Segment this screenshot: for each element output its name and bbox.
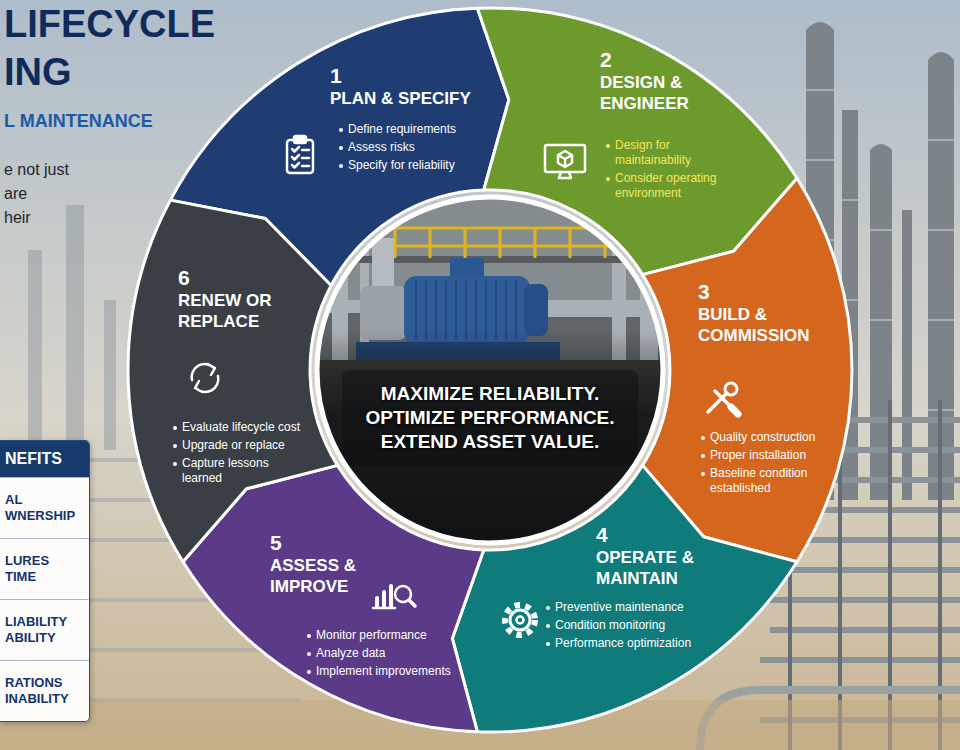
step-number: 6 (178, 266, 282, 290)
slogan-block: MAXIMIZE RELIABILITY. OPTIMIZE PERFORMAN… (360, 382, 620, 454)
step-bullet-list: Quality constructionProper installationB… (700, 430, 822, 499)
step-title-block: 3BUILD & COMMISSION (698, 280, 823, 346)
benefit-item: AL WNERSHIP (0, 477, 89, 538)
intro-text-block: heir (4, 208, 124, 228)
step-number: 4 (596, 523, 726, 547)
cycle-segment: 6RENEW OR REPLACE Evaluate lifecycle cost… (125, 197, 341, 565)
text-band (342, 370, 638, 466)
icon-part (294, 136, 306, 143)
photo-rim (317, 197, 663, 543)
step-bullet: Monitor performance (306, 628, 454, 643)
subtitle: L MAINTENANCE (4, 110, 204, 132)
step-heading: PLAN & SPECIFY (330, 88, 490, 109)
step-title-block: 5ASSESS & IMPROVE (270, 531, 382, 597)
step-bullet: Evaluate lifecycle cost (172, 420, 306, 435)
step-number: 3 (698, 280, 823, 304)
intro-text: heir (4, 208, 124, 228)
step-bullet: Proper installation (700, 448, 822, 463)
step-bullet-list: Evaluate lifecycle costUpgrade or replac… (172, 420, 306, 489)
center-slogan: MAXIMIZE RELIABILITY. OPTIMIZE PERFORMAN… (360, 382, 620, 454)
arrow-segment (128, 200, 337, 562)
step-heading: OPERATE & MAINTAIN (596, 547, 726, 589)
step-heading: DESIGN & ENGINEER (600, 72, 720, 114)
icon-part (373, 607, 395, 610)
benefit-item: RATIONS INABILITY (0, 660, 89, 721)
benefits-panel: NEFITSAL WNERSHIPLURES TIMELIABILITY ABI… (0, 440, 90, 722)
intro-text-block: e not just (4, 160, 124, 180)
step-title-block: 2DESIGN & ENGINEER (600, 48, 720, 114)
step-bullet: Preventive maintenance (545, 600, 697, 615)
step-title-block: 1PLAN & SPECIFY (330, 64, 490, 109)
step-number: 1 (330, 64, 490, 88)
step-number: 2 (600, 48, 720, 72)
step-bullet-list: Define requirementsAssess risksSpecify f… (338, 122, 472, 176)
step-bullet: Condition monitoring (545, 618, 697, 633)
step-bullet: Assess risks (338, 140, 472, 155)
pump-outlet (372, 238, 394, 288)
step-bullet: Analyze data (306, 646, 454, 661)
step-bullet: Design for maintainability (605, 138, 737, 168)
step-title-block: 6RENEW OR REPLACE (178, 266, 282, 332)
step-heading: RENEW OR REPLACE (178, 290, 282, 332)
step-number: 5 (270, 531, 382, 555)
subtitle-block: L MAINTENANCE (4, 110, 204, 132)
photo-ground (318, 198, 662, 542)
step-heading: ASSESS & IMPROVE (270, 555, 382, 597)
step-title-block: 4OPERATE & MAINTAIN (596, 523, 726, 589)
intro-text: e not just (4, 160, 124, 180)
arrow-segment (452, 465, 797, 732)
step-bullet: Quality construction (700, 430, 822, 445)
icon-part (731, 407, 738, 414)
step-heading: BUILD & COMMISSION (698, 304, 823, 346)
step-bullet: Capture lessons learned (172, 456, 306, 486)
step-bullet: Performance optimization (545, 636, 697, 651)
segment-outline (125, 197, 341, 565)
title-block: LIFECYCLE ING (4, 0, 226, 96)
title: LIFECYCLE ING (4, 0, 226, 96)
intro-text: are (4, 184, 124, 204)
benefit-item: LURES TIME (0, 538, 89, 599)
step-bullet: Implement improvements (306, 664, 454, 679)
pump-photo (318, 198, 668, 542)
benefit-item: LIABILITY ABILITY (0, 599, 89, 660)
step-bullet-list: Design for maintainabilityConsider opera… (605, 138, 737, 204)
step-bullet: Define requirements (338, 122, 472, 137)
fan-cover (524, 284, 548, 336)
panel-heading: NEFITS (0, 441, 89, 477)
intro-text-block: are (4, 184, 124, 204)
step-bullet-list: Preventive maintenanceCondition monitori… (545, 600, 697, 654)
step-bullet: Baseline condition established (700, 466, 822, 496)
step-bullet: Specify for reliability (338, 158, 472, 173)
step-bullet-list: Monitor performanceAnalyze dataImplement… (306, 628, 454, 682)
step-bullet: Consider operating environment (605, 171, 737, 201)
step-bullet: Upgrade or replace (172, 438, 306, 453)
terminal-box (450, 258, 484, 278)
